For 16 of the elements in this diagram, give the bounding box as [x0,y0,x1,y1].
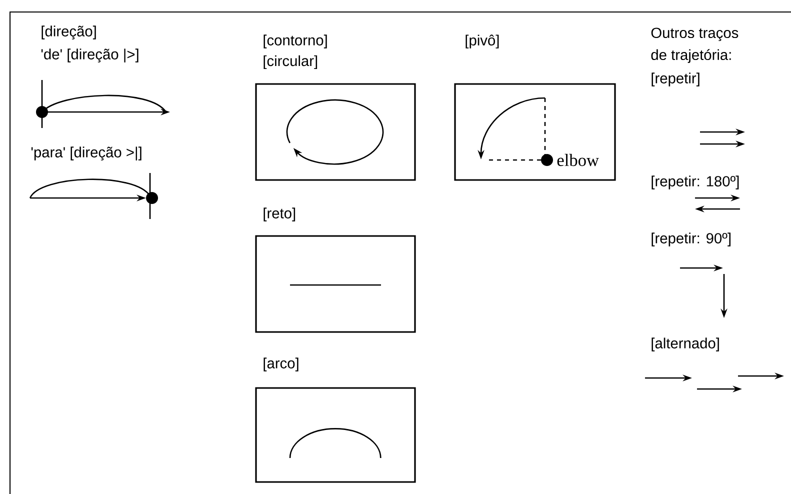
node-label: [pivô] [466,34,499,48]
text-label: [direção] [42,26,96,40]
text-label: [repetir: 180º] [652,176,739,190]
text-label: 'de' [direção |>] [41,48,138,62]
panel-box: [contorno] [circular] [255,34,416,181]
panel-box: [arco] [255,358,416,483]
text-label: Outros traços de trajetória: [651,28,738,63]
elbow-label: elbow [557,154,599,166]
text-label: 'para' [direção >|] [31,146,142,160]
text-label: [repetir: 90º] [652,232,731,246]
text-label: [repetir] [652,72,700,86]
node-label: [contorno] [circular] [264,34,327,69]
text-label: [alternado] [652,338,719,352]
panel-box: [reto] [255,208,416,333]
node-label: [reto] [264,208,296,222]
node-label: [arco] [264,358,298,372]
